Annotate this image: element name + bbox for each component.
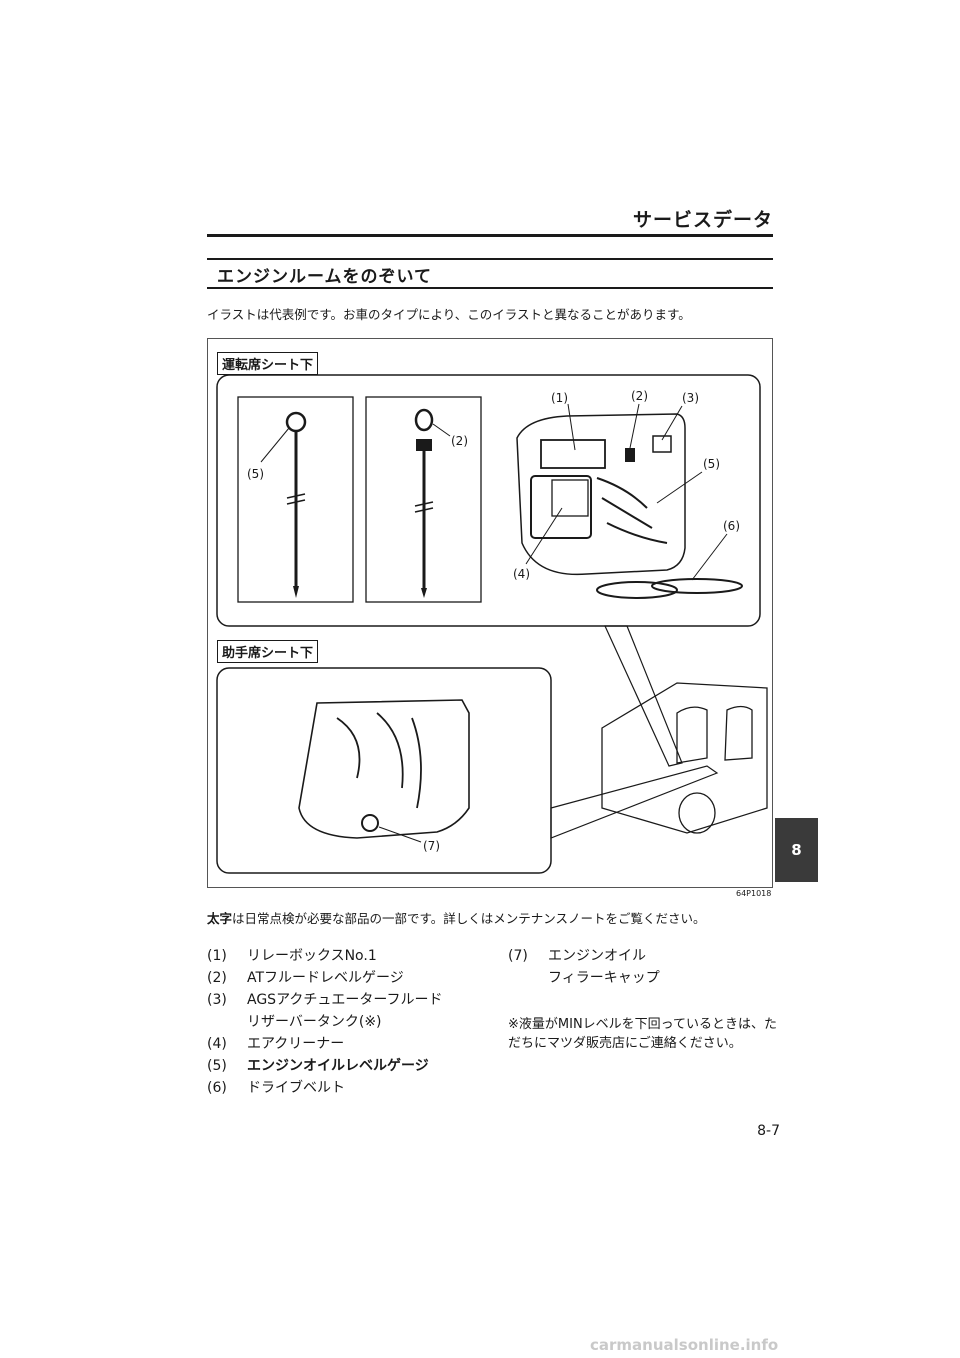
callout-2: (2) — [631, 389, 648, 403]
parts-list-left: (1)リレーボックスNo.1 (2)ATフルードレベルゲージ (3)AGSアクチ… — [207, 945, 443, 1099]
callout-6: (6) — [723, 519, 740, 533]
vehicle-sketch — [601, 682, 768, 834]
list-item: (5)エンジンオイルレベルゲージ — [207, 1058, 429, 1074]
list-item: (4)エアクリーナー — [207, 1036, 345, 1052]
air-cleaner-icon — [530, 475, 592, 539]
header-rule — [207, 234, 773, 237]
subheading-rule-top — [207, 258, 773, 260]
watermark: carmanualsonline.info — [590, 1336, 779, 1354]
bold-note-keyword: 太字 — [207, 911, 233, 926]
engine-illustration: (1) (2) (3) (5) (6) (4) (5) (2) (7) — [216, 374, 768, 874]
list-item: (3)AGSアクチュエーターフルード — [207, 992, 443, 1008]
bold-note-text: は日常点検が必要な部品の一部です。詳しくはメンテナンスノートをご覧ください。 — [232, 911, 706, 926]
callout-5-dipstick: (5) — [247, 467, 264, 481]
callout-5-bay: (5) — [703, 457, 720, 471]
bold-note: 太字は日常点検が必要な部品の一部です。詳しくはメンテナンスノートをご覧ください。 — [207, 908, 706, 927]
page-number: 8-7 — [757, 1123, 780, 1139]
list-item: (1)リレーボックスNo.1 — [207, 948, 377, 964]
subheading: エンジンルームをのぞいて — [217, 267, 432, 287]
callout-4: (4) — [513, 567, 530, 581]
list-item: フィラーキャップ — [548, 970, 660, 986]
list-item: リザーバータンク(※) — [247, 1014, 382, 1030]
callout-1: (1) — [551, 391, 568, 405]
chapter-tab: 8 — [775, 818, 818, 882]
engine-bay-outline — [516, 413, 686, 576]
driver-seat-tag: 運転席シート下 — [217, 352, 319, 375]
passenger-engine-bay-outline — [298, 699, 470, 839]
figure-code: 64P1018 — [736, 889, 772, 898]
caution-note: ※液量がMINレベルを下回っているときは、ただちにマツダ販売店にご連絡ください。 — [508, 1017, 778, 1051]
subheading-rule-bottom — [207, 287, 773, 289]
dipstick-ring-icon — [285, 411, 307, 433]
engine-room-figure: 運転席シート下 助手席シート下 — [207, 338, 773, 888]
oil-filler-cap-icon — [361, 814, 379, 832]
list-item: (7)エンジンオイル — [508, 948, 646, 964]
list-item: (2)ATフルードレベルゲージ — [207, 970, 404, 986]
passenger-seat-tag: 助手席シート下 — [217, 640, 319, 663]
intro-text: イラストは代表例です。お車のタイプにより、このイラストと異なることがあります。 — [207, 307, 691, 322]
list-item: (6)ドライブベルト — [207, 1080, 345, 1096]
parts-list-right: (7)エンジンオイル フィラーキャップ — [508, 945, 660, 989]
callout-2-dipstick: (2) — [451, 434, 468, 448]
callout-3: (3) — [682, 391, 699, 405]
relay-box-icon — [540, 439, 606, 469]
dipstick-2-box — [365, 396, 482, 603]
drive-belt-icon — [596, 581, 678, 599]
callout-7: (7) — [423, 839, 440, 853]
dipstick-5-box — [237, 396, 354, 603]
section-title: サービスデータ — [632, 209, 773, 231]
